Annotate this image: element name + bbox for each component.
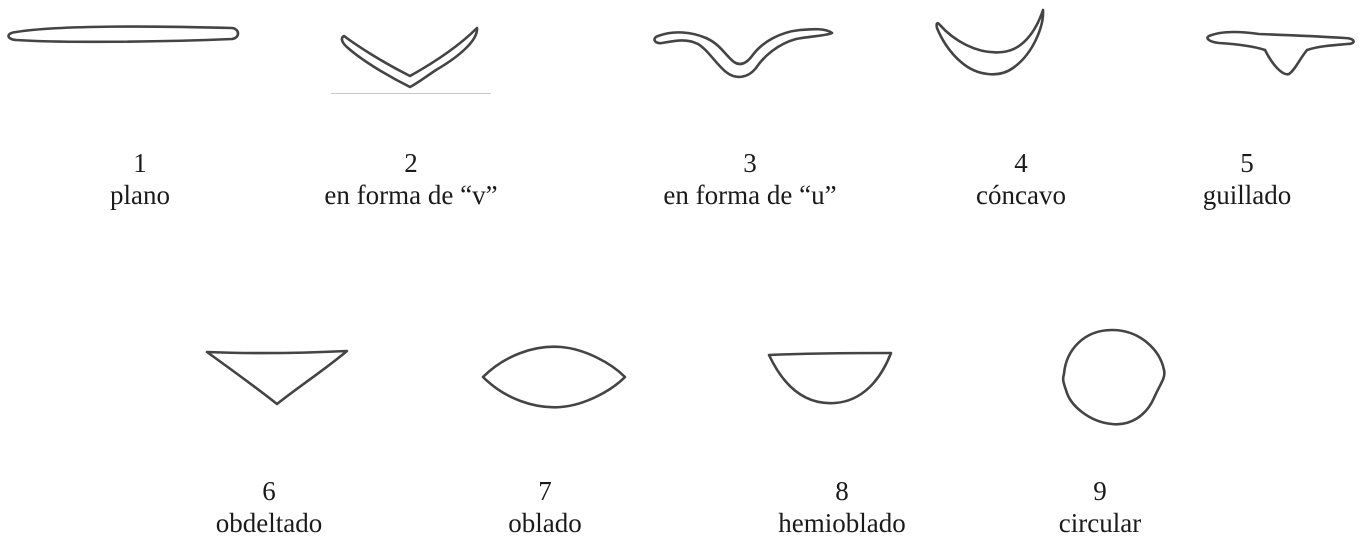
caption-3: 3 en forma de “u” [620,147,880,211]
keeled-icon [1195,0,1369,110]
v-shape-icon [320,0,500,110]
shape-label: en forma de “u” [620,179,880,211]
shape-number: 9 [970,475,1230,507]
caption-4: 4 cóncavo [891,147,1151,211]
shape-number: 8 [712,475,972,507]
shape-label: obdeltado [139,507,399,539]
caption-2: 2 en forma de “v” [281,147,541,211]
u-shape-icon [640,0,840,110]
caption-8: 8 hemioblado [712,475,972,539]
concave-icon [925,0,1055,110]
shape-label: cóncavo [891,179,1151,211]
hemioblate-icon [755,335,905,425]
shape-number: 4 [891,147,1151,179]
caption-9: 9 circular [970,475,1230,539]
shape-label: hemioblado [712,507,972,539]
shape-label: plano [0,179,280,211]
shape-label: guillado [1138,179,1356,211]
caption-5: 5 guillado [1138,147,1356,211]
obdeltate-icon [195,335,365,425]
shape-number: 3 [620,147,880,179]
caption-1: 1 plano [0,147,280,211]
shape-label: en forma de “v” [281,179,541,211]
shape-number: 5 [1138,147,1356,179]
caption-6: 6 obdeltado [139,475,399,539]
shape-number: 1 [0,147,280,179]
circular-icon [1050,320,1180,440]
oblate-icon [465,335,640,425]
flat-bar-icon [0,0,260,100]
caption-7: 7 oblado [415,475,675,539]
shape-number: 6 [139,475,399,507]
shape-number: 2 [281,147,541,179]
shape-number: 7 [415,475,675,507]
shape-label: oblado [415,507,675,539]
shape-label: circular [970,507,1230,539]
